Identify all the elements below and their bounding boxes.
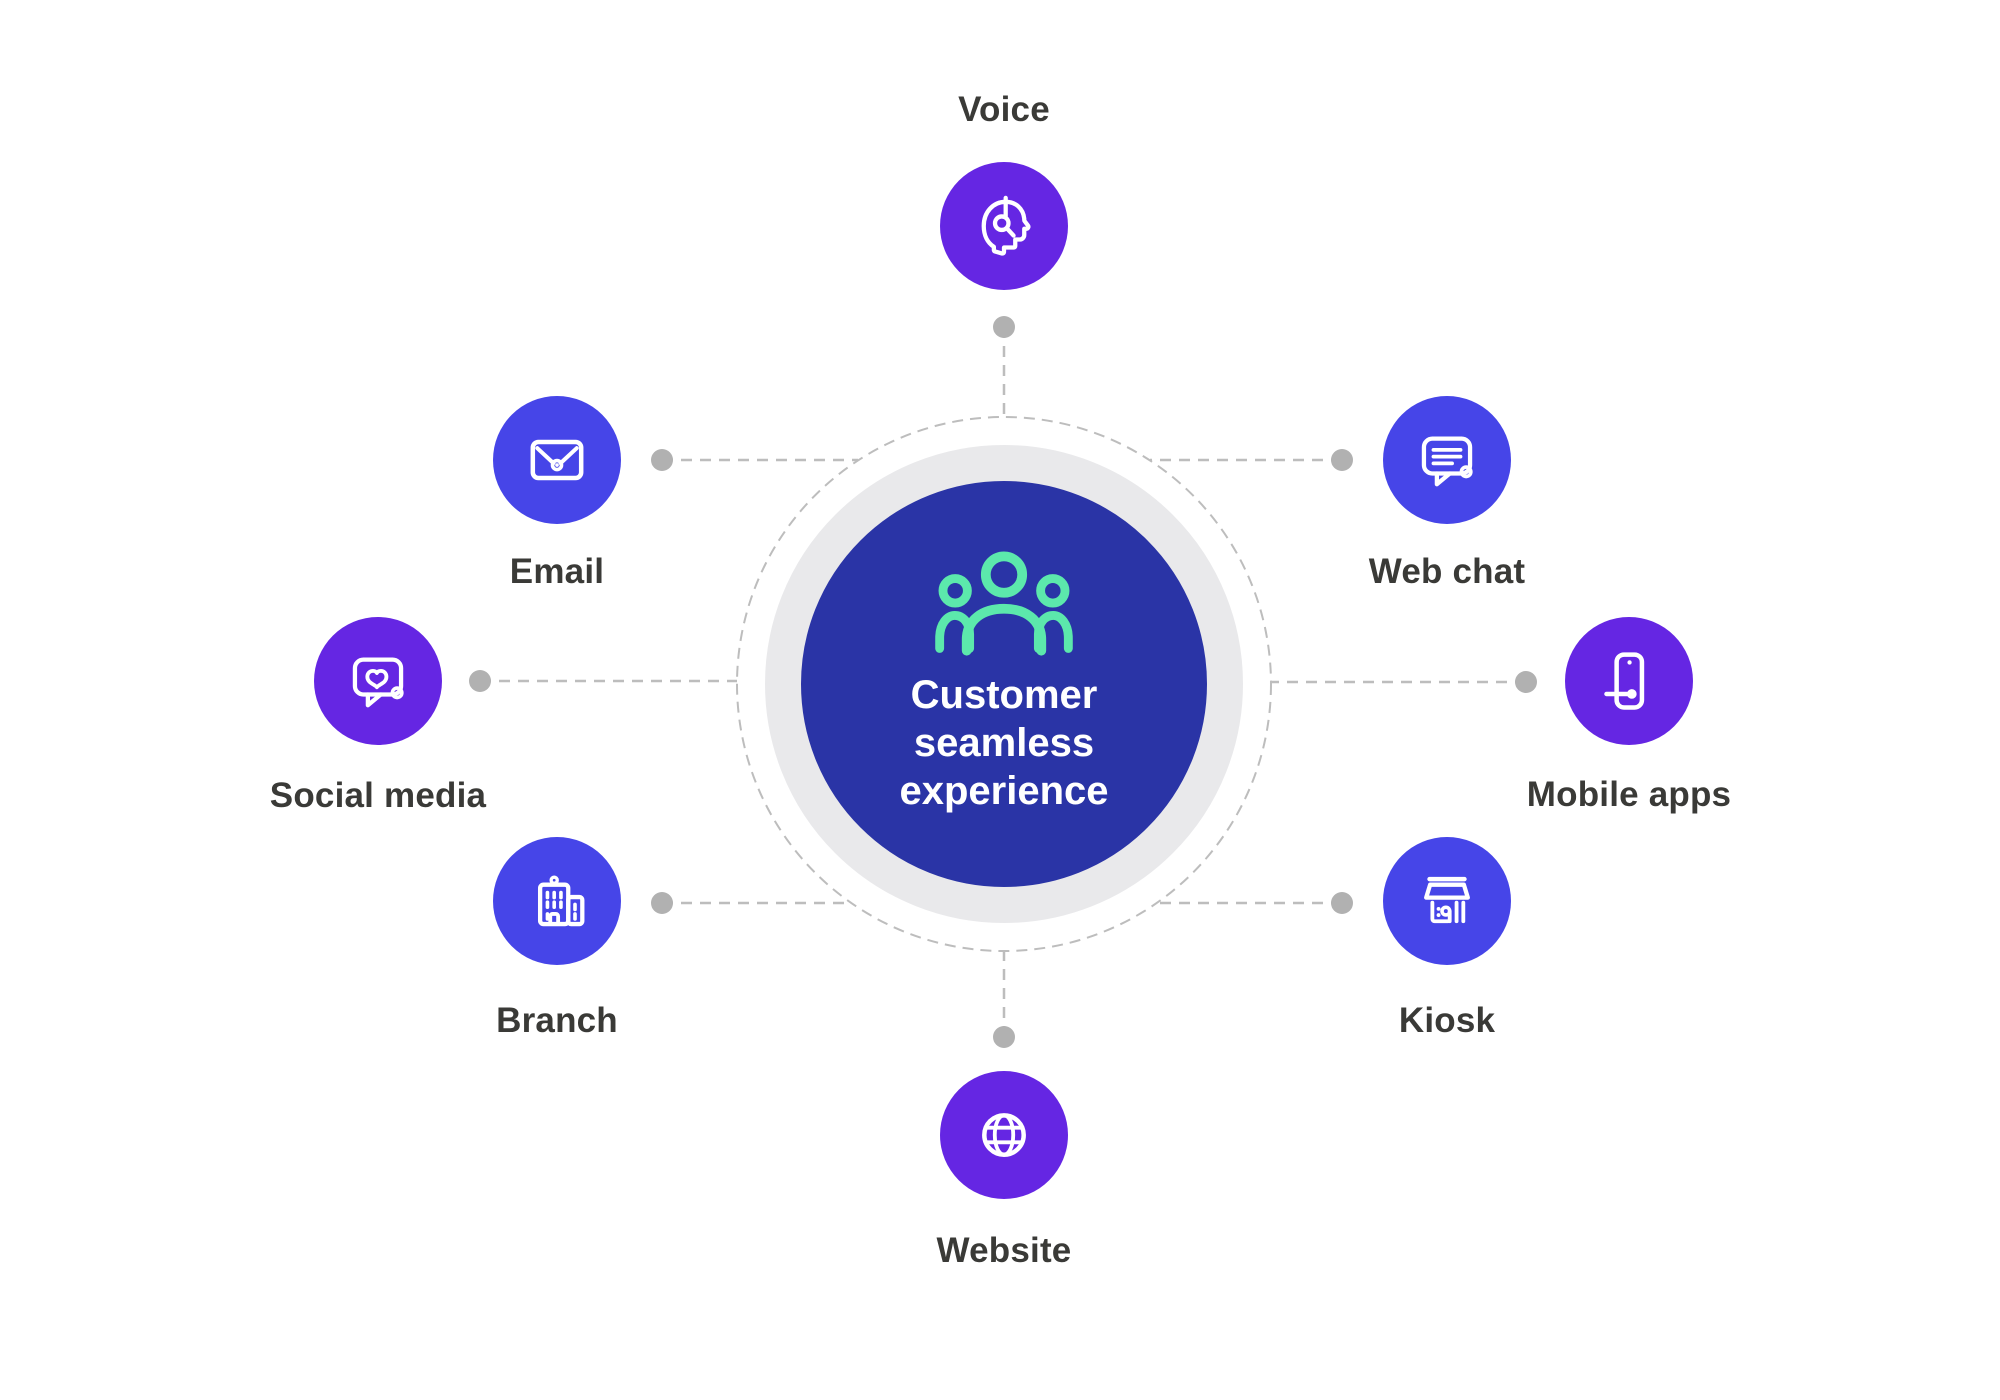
channel-node-voice xyxy=(940,162,1068,290)
channel-label-email: Email xyxy=(509,552,605,591)
channel-label-voice: Voice xyxy=(958,90,1050,129)
chat-bubble-icon xyxy=(1421,436,1473,487)
connector-dot-website xyxy=(993,1026,1015,1048)
globe-icon xyxy=(982,1113,1026,1157)
channel-label-mobile-apps: Mobile apps xyxy=(1526,775,1732,814)
connector-dot-web-chat xyxy=(1331,449,1353,471)
channel-label-kiosk: Kiosk xyxy=(1398,1001,1496,1040)
channel-label-branch: Branch xyxy=(496,1001,618,1040)
people-group-icon xyxy=(935,551,1073,656)
channel-node-email xyxy=(493,396,621,524)
channel-node-branch xyxy=(493,837,621,965)
headset-person-icon xyxy=(981,195,1031,256)
channel-node-website xyxy=(940,1071,1068,1199)
channel-label-social-media: Social media xyxy=(269,776,487,815)
connector-dot-social-media xyxy=(469,670,491,692)
connector-dot-email xyxy=(651,449,673,471)
connector-dot-voice xyxy=(993,316,1015,338)
channel-node-mobile-apps xyxy=(1565,617,1693,745)
channel-node-social-media xyxy=(314,617,442,745)
smartphone-icon xyxy=(1604,652,1645,710)
connector-dot-kiosk xyxy=(1331,892,1353,914)
hub-circle: Customer seamless experience xyxy=(765,445,1243,923)
channel-label-web-chat: Web chat xyxy=(1368,552,1526,591)
channel-node-kiosk xyxy=(1383,837,1511,965)
envelope-icon xyxy=(530,439,584,481)
hub-title: Customer seamless experience xyxy=(899,673,1109,813)
storefront-icon xyxy=(1424,876,1470,924)
connector-dot-branch xyxy=(651,892,673,914)
buildings-icon xyxy=(537,875,585,927)
channel-node-web-chat xyxy=(1383,396,1511,524)
connector-dot-mobile-apps xyxy=(1515,671,1537,693)
heart-chat-icon xyxy=(352,657,404,708)
channel-label-website: Website xyxy=(936,1231,1072,1270)
